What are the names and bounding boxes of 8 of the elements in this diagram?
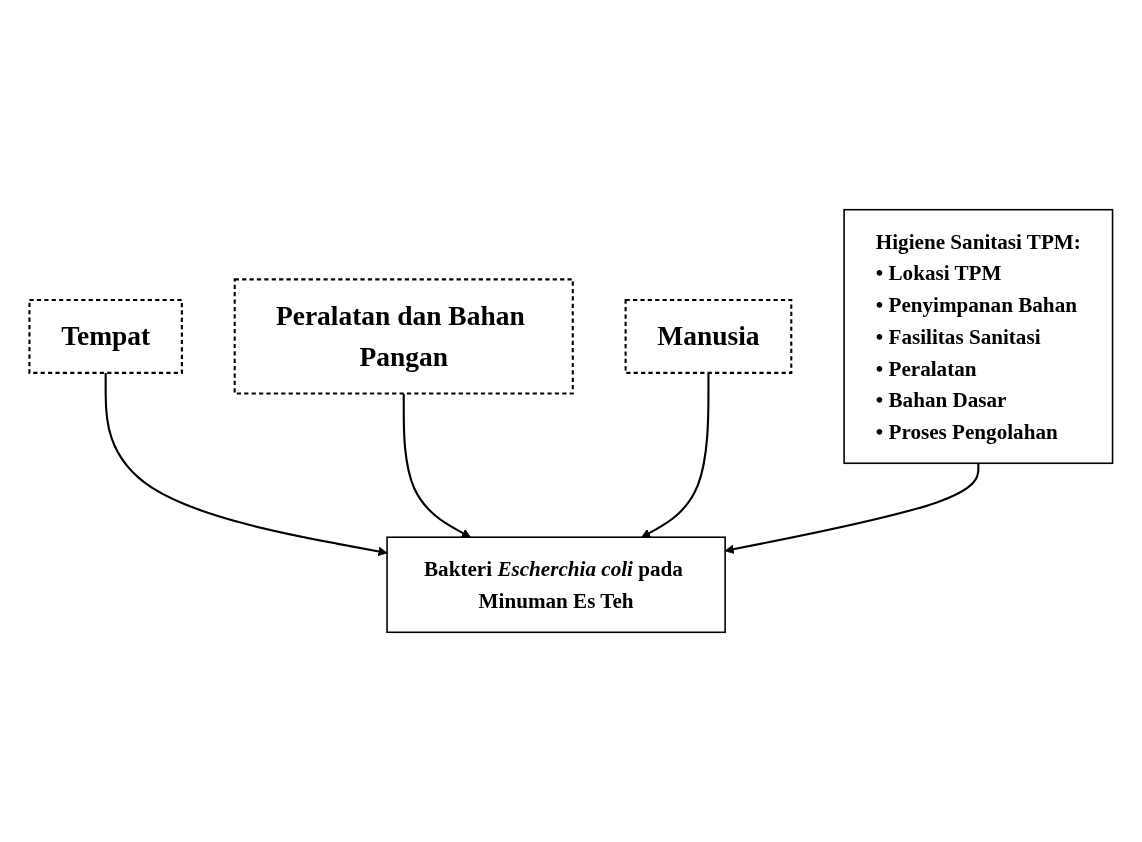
node-box: Higiene Sanitasi TPM: • Lokasi TPM • Penyimpanan Bahan • Fasilitas Sanitasi • Peralatan • Bahan Dasar • Proses Pengolahan <box>843 208 1114 465</box>
node-box: Tempat <box>28 298 183 374</box>
node-box: Manusia <box>624 298 793 374</box>
node-box: Bakteri Escherchia coli pada Minuman Es Teh <box>386 536 726 634</box>
node-box: Peralatan dan Bahan Pangan <box>233 278 574 395</box>
arrow <box>402 393 471 538</box>
arrow <box>641 372 710 538</box>
arrow <box>104 372 388 557</box>
